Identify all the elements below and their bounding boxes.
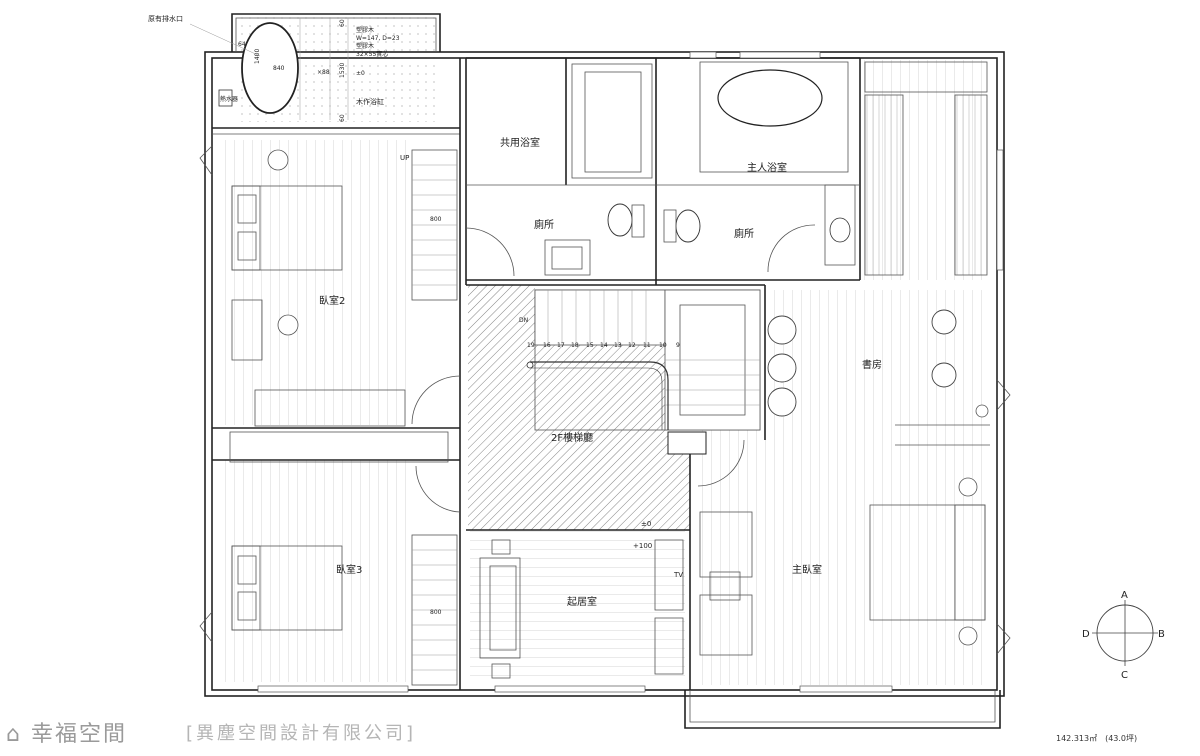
- compass-a: A: [1121, 590, 1128, 601]
- bathtub-balcony: [218, 18, 349, 120]
- compass-d: D: [1082, 629, 1090, 640]
- living-floor: [470, 530, 685, 680]
- stair-number: 16: [543, 342, 551, 349]
- compass: A B C D: [1082, 590, 1165, 681]
- stair-number: 15: [586, 342, 594, 349]
- stair-numbers: 19 16 17 18 15 14 13 12 11 10 9: [527, 342, 680, 349]
- stair-number: 19: [527, 342, 535, 349]
- wood-tub-label: 木作浴缸: [356, 97, 384, 106]
- stair-number: 17: [557, 342, 565, 349]
- windows: [257, 51, 1004, 693]
- study-furniture: [767, 309, 957, 417]
- bedroom2-label: 臥室2: [319, 294, 345, 307]
- stair-number: 14: [600, 342, 608, 349]
- bathtub-master: [699, 61, 849, 173]
- up-label: UP: [400, 154, 409, 162]
- company-name: [異塵空間設計有限公司]: [186, 723, 417, 744]
- interior-walls: [212, 57, 990, 690]
- stair-number: 9: [676, 342, 680, 349]
- dim-60b: 60: [339, 114, 346, 122]
- bedroom2-floor: [222, 140, 412, 425]
- toilets: [544, 184, 856, 276]
- stair-number: 13: [614, 342, 622, 349]
- brand-logo-text: 幸福空間: [30, 722, 127, 747]
- outlet-label: 原有排水口: [148, 14, 183, 23]
- stair-hall-label: 2F樓梯廳: [551, 431, 593, 444]
- master-bath-label: 主人浴室: [747, 161, 787, 174]
- living-furniture: [479, 539, 684, 679]
- stair-left: [411, 149, 458, 686]
- stair-number: 10: [659, 342, 667, 349]
- bathtub-shared: [571, 63, 653, 179]
- level-zero-label: ±0: [641, 520, 651, 528]
- bedroom3-floor: [222, 460, 412, 682]
- master-bed-label: 主臥室: [792, 563, 822, 576]
- dim-800a: 800: [430, 216, 442, 223]
- tub-note-2: W=147, D=23: [356, 35, 400, 42]
- bed-bedroom3: [231, 545, 343, 631]
- tub-level: ±0: [356, 70, 365, 77]
- compass-c: C: [1121, 670, 1128, 681]
- living-label: 起居室: [567, 595, 597, 608]
- dn-label: DN: [519, 317, 528, 324]
- dim-1530: 1530: [339, 63, 346, 78]
- stair-main: [526, 289, 761, 455]
- stair-number: 12: [628, 342, 636, 349]
- dim-1400: 1400: [254, 49, 261, 64]
- wardrobes: [229, 61, 988, 463]
- bedroom3-label: 臥室3: [336, 563, 362, 576]
- master-furniture: [699, 404, 989, 656]
- level-100-label: +100: [633, 542, 652, 550]
- dim-60a: 60: [339, 19, 346, 27]
- tv-label: TV: [673, 571, 683, 579]
- stair-number: 11: [643, 342, 651, 349]
- study-label: 書房: [862, 358, 882, 371]
- dim-88: ×88: [317, 69, 330, 76]
- stair-number: 18: [571, 342, 579, 349]
- bed-bedroom2: [231, 185, 343, 271]
- tub-note-1: 塑膠木: [356, 26, 374, 34]
- toilet2-label: 廁所: [734, 227, 754, 240]
- area-note: 142.313㎡ (43.0坪): [1056, 734, 1138, 743]
- shared-bath-label: 共用浴室: [500, 136, 540, 149]
- stair-hall-hatch: [468, 285, 690, 530]
- heater-label: 熱水器: [220, 95, 238, 103]
- tub-note-3: 塑膠木: [356, 42, 374, 50]
- toilet1-label: 廁所: [534, 218, 554, 231]
- desk-bedroom2: [231, 149, 299, 361]
- dim-800b: 800: [430, 609, 442, 616]
- brand-logo: ⌂ 幸福空間: [6, 722, 127, 747]
- dim-64: 64: [238, 41, 246, 48]
- doors: [199, 145, 1011, 655]
- compass-b: B: [1158, 629, 1165, 640]
- dim-840: 840: [273, 65, 285, 72]
- tub-note-4: 32×55實芯: [356, 50, 388, 58]
